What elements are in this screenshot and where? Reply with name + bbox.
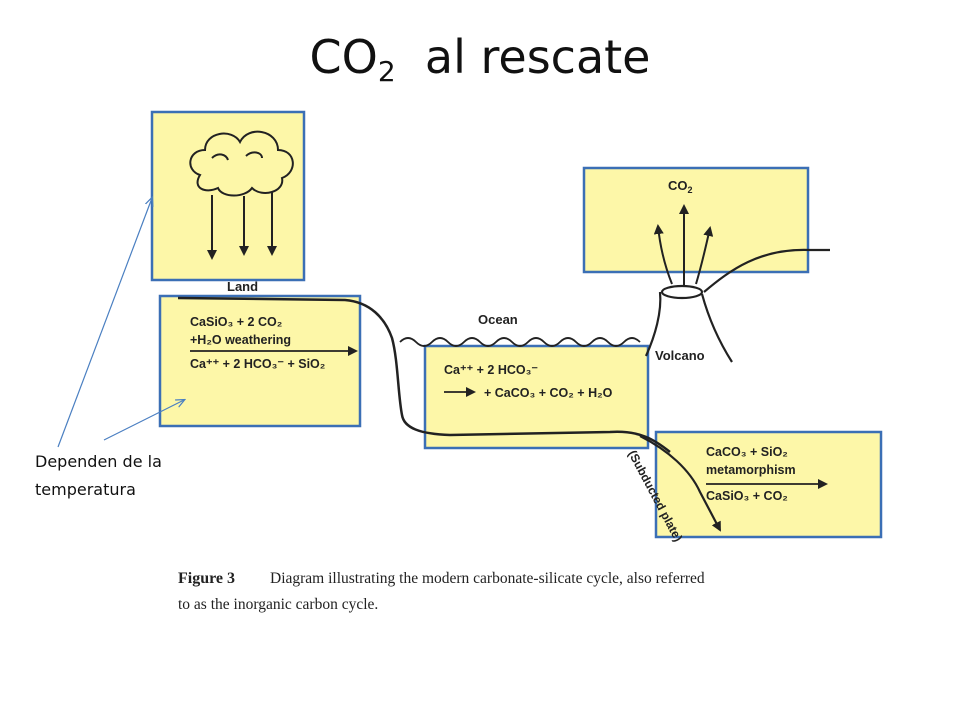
co2-label-sub: 2 bbox=[688, 185, 693, 195]
ocean-reaction-line-1: Ca⁺⁺ + 2 HCO₃⁻ bbox=[444, 363, 538, 377]
figure-caption-line-2: to as the inorganic carbon cycle. bbox=[178, 596, 378, 613]
metamorphism-line-1: CaCO₃ + SiO₂ bbox=[706, 445, 788, 459]
metamorphism-highlight-box bbox=[654, 430, 883, 539]
volcano-label: Volcano bbox=[655, 348, 705, 363]
weathering-highlight-box bbox=[158, 294, 362, 428]
ocean-reaction-line-2: + CaCO₃ + CO₂ + H₂O bbox=[484, 386, 613, 400]
ocean-waves-line bbox=[399, 337, 641, 347]
annotation-arrow-to-weathering bbox=[103, 400, 184, 441]
co2-label-main: CO bbox=[668, 178, 688, 193]
figure-caption-line-1: Diagram illustrating the modern carbonat… bbox=[270, 570, 705, 587]
metamorphism-line-2: metamorphism bbox=[706, 463, 796, 477]
figure-caption-label: Figure 3 bbox=[178, 570, 235, 587]
land-label: Land bbox=[227, 279, 258, 294]
weathering-line-3: Ca⁺⁺ + 2 HCO₃⁻ + SiO₂ bbox=[190, 357, 325, 371]
slide-title: CO2 al rescate bbox=[0, 30, 960, 88]
metamorphism-line-3: CaSiO₃ + CO₂ bbox=[706, 489, 788, 503]
cloud-icon bbox=[189, 130, 294, 197]
title-subscript: 2 bbox=[377, 55, 396, 88]
land-surface-line bbox=[177, 296, 671, 453]
ocean-label: Ocean bbox=[478, 312, 518, 327]
weathering-line-1: CaSiO₃ + 2 CO₂ bbox=[190, 315, 282, 329]
co2-release-arrows-icon bbox=[653, 204, 714, 286]
annotation-line-1: Dependen de la bbox=[35, 452, 162, 471]
annotation-arrow-to-cloud bbox=[57, 198, 152, 448]
title-rest: al rescate bbox=[424, 30, 651, 84]
volcano-icon bbox=[644, 248, 830, 363]
annotation-line-2: temperatura bbox=[35, 480, 136, 499]
weathering-line-2: +H₂O weathering bbox=[190, 333, 291, 347]
co2-label: CO2 bbox=[668, 178, 693, 195]
rain-arrows-icon bbox=[207, 192, 277, 260]
title-co: CO bbox=[309, 30, 378, 84]
subducted-plate-line bbox=[639, 435, 721, 532]
co2-highlight-box bbox=[582, 166, 810, 274]
